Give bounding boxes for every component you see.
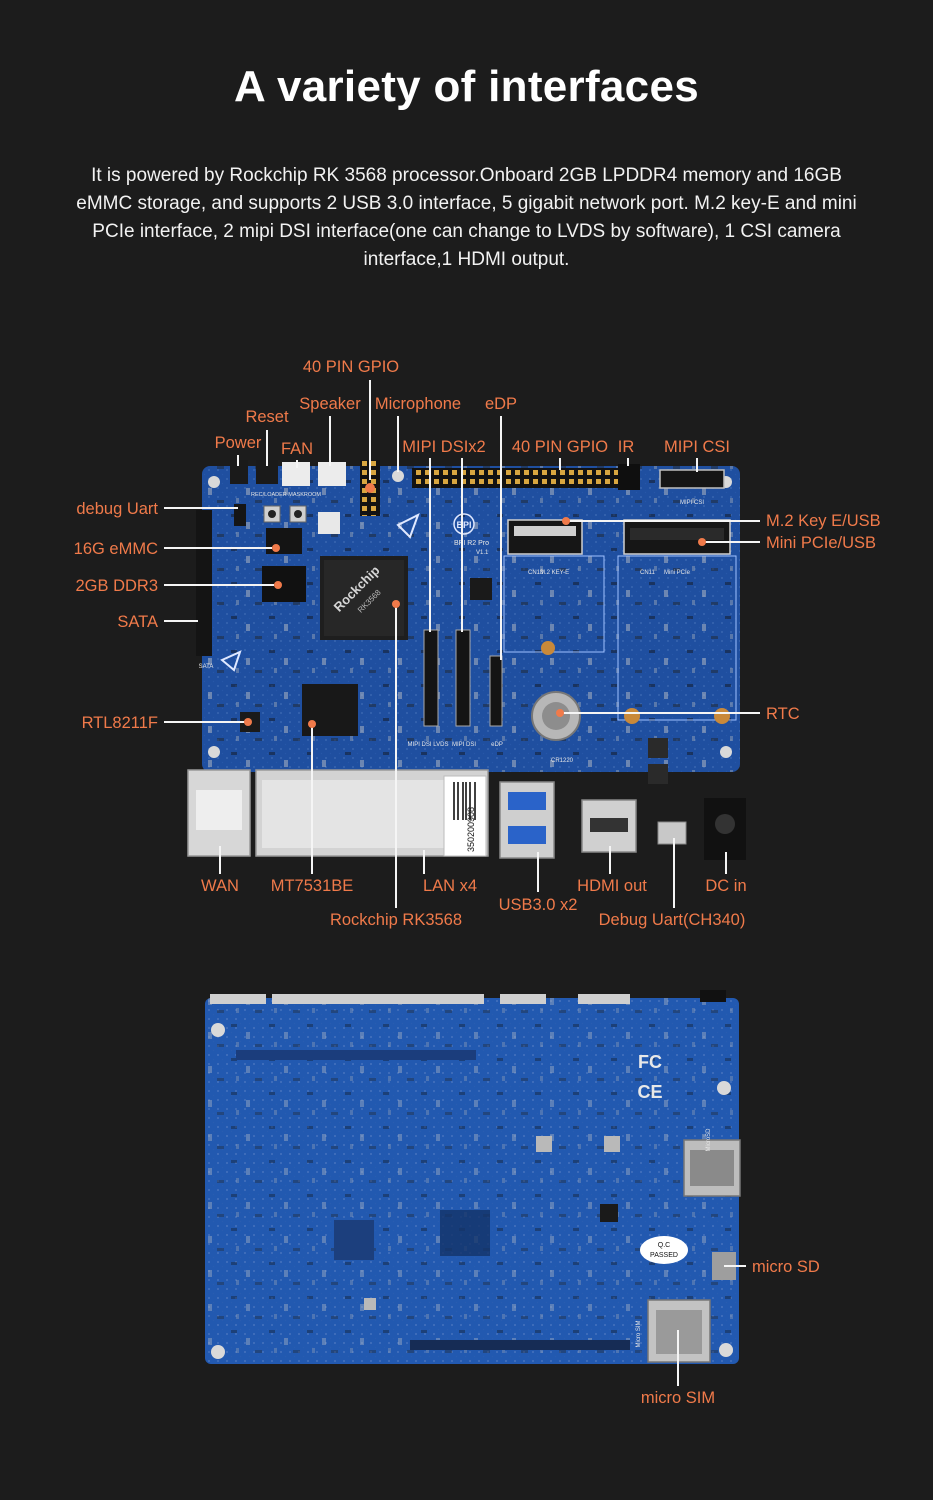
silk-m2: M.2 KEY-E [540,570,569,576]
speaker-connector [318,462,346,486]
front-board: SATA MIPI CSI REC/LOADER MASKROOM Rockch… [187,460,746,860]
m2-standoff [541,641,555,655]
pcie-standoff [714,708,730,724]
mounting-hole [208,476,220,488]
label-micro-sd: micro SD [752,1258,820,1276]
silk-rec-loader: REC/LOADER MASKROOM [251,492,321,498]
label-reset: Reset [245,408,289,426]
label-edp-top: eDP [485,395,517,413]
label-debug-uart-ch340: Debug Uart(CH340) [599,911,746,929]
label-40pin-gpio-top: 40 PIN GPIO [303,358,399,376]
label-mipi-dsi: MIPI DSIx2 [402,438,485,456]
silk-cn13: CN13 [528,570,544,576]
silk-microsd: MicroSD [706,1128,712,1152]
label-mt7531be: MT7531BE [271,877,354,895]
microphone [392,470,404,482]
back-board: FC CE Q.C PASSED MicroSD Micro SIM [205,990,741,1364]
qc-passed-sticker [640,1236,688,1264]
silk-model: BPI R2 Pro [454,540,489,547]
gpio-underside [410,1340,630,1350]
product-description: It is powered by Rockchip RK 3568 proces… [76,165,857,270]
silk-sata: SATA [199,664,214,670]
back-dc-edge [700,990,726,1002]
speaker-jack [318,512,340,534]
ce-mark: CE [637,1082,662,1102]
silk-dsi2: MIPI DSI [452,742,476,748]
passed-text: PASSED [650,1252,678,1259]
label-debug-uart: debug Uart [76,500,158,518]
label-rtc: RTC [766,705,800,723]
silk-pcie: Mini PCIe [664,570,691,576]
page-title: A variety of interfaces [233,62,699,111]
silk-version: V1.1 [476,550,489,556]
label-speaker: Speaker [299,395,361,413]
m2-card-area [503,555,605,653]
label-dc-in: DC in [705,877,746,895]
back-callouts: micro SD micro SIM [641,1258,820,1407]
silk-cr1220: CR1220 [551,758,574,764]
debug-uart-header [234,504,246,526]
power-header [230,460,248,484]
barcode-sticker [443,775,487,857]
mt7531-chip [302,684,358,736]
mounting-hole [720,746,732,758]
label-micro-sim: micro SIM [641,1389,715,1407]
silk-dsi1: MIPI DSI LVDS [408,742,449,748]
sata-connector [196,510,212,656]
label-sata: SATA [117,613,158,631]
label-usb30: USB3.0 x2 [499,896,578,914]
label-ir: IR [618,438,635,456]
back-hdmi-edge [578,994,630,1004]
power-inductor [648,764,668,784]
silk-barcode: 350200908 [466,807,476,852]
pcie-card-area [617,555,737,721]
label-hdmi-out: HDMI out [577,877,647,895]
back-wan-edge [210,994,266,1004]
label-fan: FAN [281,440,313,458]
label-power: Power [215,434,262,452]
aux-chip [470,578,492,600]
label-lan-x4: LAN x4 [423,877,477,895]
power-inductor [648,738,668,758]
label-mini-pcie: Mini PCIe/USB [766,534,876,552]
mipi-csi-connector [659,469,725,489]
label-m2-key-e: M.2 Key E/USB [766,512,881,530]
qc-text: Q.C [658,1242,670,1249]
mipi-dsi2-connector [455,629,471,727]
label-microphone: Microphone [375,395,461,413]
mipi-dsi1-connector [423,629,439,727]
back-usb-edge [500,994,546,1004]
label-16g-emmc: 16G eMMC [74,540,158,558]
silk-csi: MIPI CSI [680,500,704,506]
emmc-chip [266,528,302,554]
label-2gb-ddr3: 2GB DDR3 [75,577,158,595]
edp-connector [489,655,503,727]
label-wan: WAN [201,877,239,895]
silk-cn11: CN11 [640,570,656,576]
debug-micro-usb [657,821,687,845]
label-mipi-csi: MIPI CSI [664,438,730,456]
board-logo-mark [396,512,420,539]
label-40pin-gpio: 40 PIN GPIO [512,438,608,456]
silk-edp: eDP [491,742,503,748]
label-rtl8211f: RTL8211F [82,714,158,732]
m2-key-e-slot [507,519,583,555]
soc-underside [334,1220,374,1260]
silk-bpi: BPI [456,520,471,530]
fcc-mark: FC [638,1052,662,1072]
label-rockchip-rk3568: Rockchip RK3568 [330,911,462,929]
pcie-standoff [624,708,640,724]
mounting-hole [208,746,220,758]
silk-microsim: Micro SIM [636,1320,642,1347]
bpi-logo [453,513,475,535]
reset-header [256,460,278,484]
ir-receiver [618,464,640,490]
back-lan-edge [272,994,484,1004]
gpio-header-40pin [412,468,634,488]
front-callouts: 40 PIN GPIO Reset Speaker Microphone eDP… [74,358,881,929]
